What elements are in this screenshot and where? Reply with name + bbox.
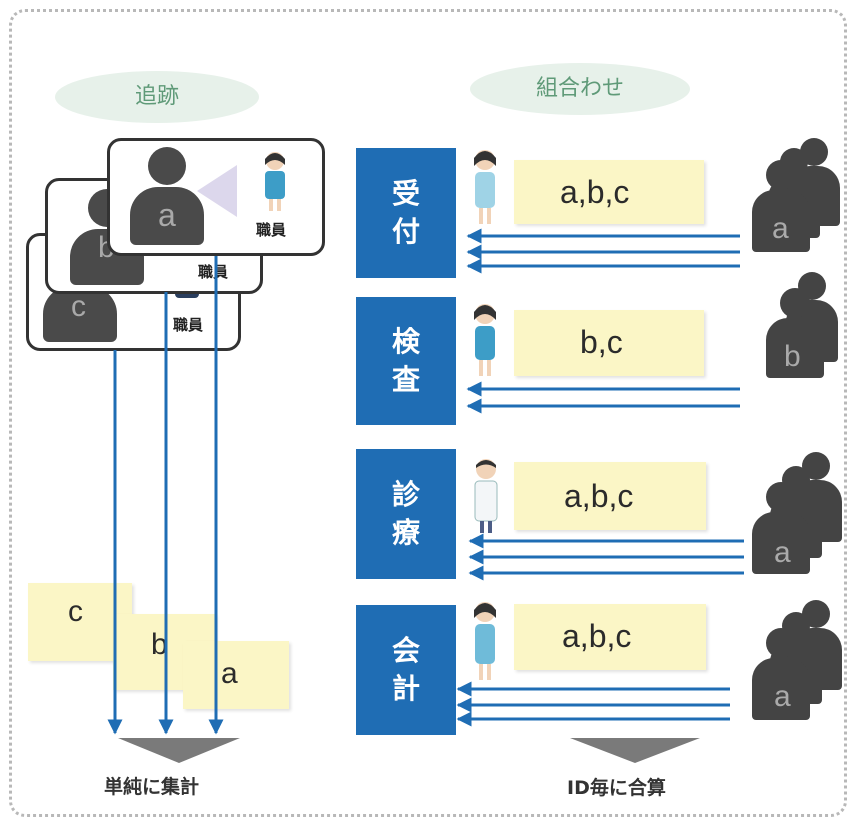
crowd-silhouette-icon: a [752, 452, 848, 577]
person-id: a [158, 197, 176, 233]
dotted-frame [9, 9, 847, 817]
crowd-label: a [774, 536, 791, 569]
crowd-label: a [772, 212, 789, 245]
crowd-silhouette-icon: a [752, 600, 848, 720]
left-caption: 単純に集計 [104, 776, 200, 798]
department-reception: 受付 [356, 148, 456, 278]
triangle-marker-icon [197, 165, 237, 217]
department-consultation: 診療 [356, 449, 456, 579]
crowd-silhouette-icon: b [762, 272, 846, 382]
visitors-note: a,b,c [514, 604, 706, 670]
down-triangle-icon [118, 738, 240, 763]
person-id: c [71, 290, 86, 323]
right-title: 組合わせ [470, 63, 690, 115]
tracking-card-a: a 職員 [107, 138, 325, 256]
staff-icon [265, 152, 285, 211]
nurse-icon [474, 304, 496, 376]
staff-label: 職員 [198, 263, 229, 281]
crowd-label: b [784, 340, 801, 373]
doctor-icon [474, 459, 498, 533]
department-billing: 会計 [356, 605, 456, 735]
visitors-note: a,b,c [514, 160, 704, 224]
staff-label: 職員 [173, 316, 204, 334]
visitors-note: a,b,c [514, 462, 706, 530]
crowd-label: a [774, 680, 791, 713]
person-icon: a [130, 147, 204, 245]
receptionist-icon [474, 150, 496, 224]
left-title: 追跡 [55, 71, 259, 123]
crowd-silhouette-icon: a [752, 138, 848, 253]
right-caption: ID毎に合算 [567, 777, 666, 799]
down-triangle-icon [570, 738, 700, 763]
note-a: a [183, 641, 289, 709]
cashier-icon [474, 602, 496, 680]
staff-label: 職員 [256, 221, 287, 239]
department-examination: 検査 [356, 297, 456, 425]
visitors-note: b,c [514, 310, 704, 376]
